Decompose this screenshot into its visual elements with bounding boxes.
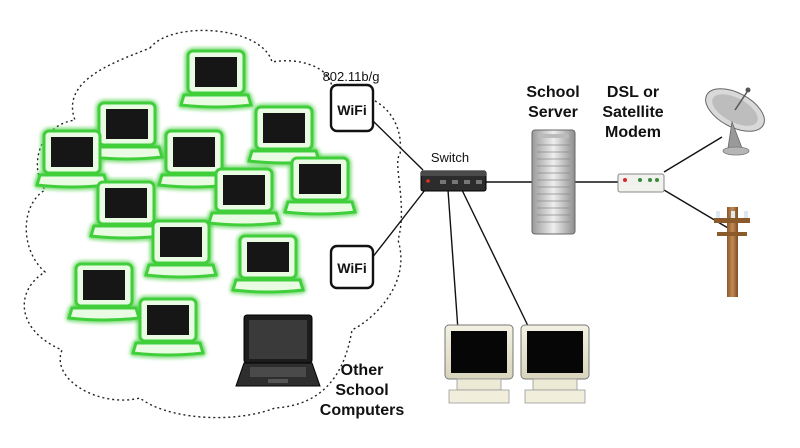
- network-switch: Switch: [420, 150, 487, 192]
- xo-laptop-icon: [247, 105, 321, 165]
- wifi-router-icon: [329, 83, 375, 133]
- xo-laptop-icon: [283, 156, 357, 216]
- wireless-standard-label: 802.11b/g: [323, 69, 380, 84]
- xo-laptop-icon: [89, 180, 163, 240]
- other-computers-line3: Computers: [320, 402, 405, 419]
- cable-switch-desktop-1: [447, 189, 459, 331]
- switch-label: Switch: [431, 150, 469, 165]
- xo-laptop-icon: [231, 234, 305, 294]
- cable-wifi-bottom-switch: [371, 189, 426, 259]
- laptop-icon: [235, 314, 321, 387]
- wifi-top-label: WiFi: [337, 102, 366, 118]
- xo-laptop-group: [35, 49, 357, 357]
- satellite-dish-icon: [705, 87, 765, 156]
- xo-laptop-icon: [131, 297, 205, 357]
- xo-laptop-icon: [179, 49, 253, 109]
- wifi-bottom-label: WiFi: [337, 260, 366, 276]
- wifi-router-bottom: WiFi: [329, 244, 375, 290]
- modem-label-line3: Modem: [605, 124, 661, 141]
- server-label-line2: Server: [528, 104, 578, 121]
- xo-laptop-icon: [35, 129, 109, 189]
- cable-wifi-top-switch: [371, 119, 424, 171]
- modem: DSL or Satellite Modem: [602, 84, 665, 193]
- wifi-router-top: WiFi: [329, 83, 375, 133]
- modem-icon: [617, 173, 665, 193]
- telephone-pole-icon: [714, 207, 750, 297]
- modem-label-line2: Satellite: [602, 104, 663, 121]
- network-cables: [371, 119, 729, 331]
- xo-laptop-icon: [67, 262, 141, 322]
- xo-laptop-icon: [90, 101, 164, 161]
- tower-server-icon: [531, 129, 576, 235]
- desktop-computer-icon: [520, 324, 590, 404]
- wifi-router-icon: [329, 244, 375, 290]
- modem-label-line1: DSL or: [607, 84, 659, 101]
- xo-laptop-icon: [207, 167, 281, 227]
- other-computers-line2: School: [335, 382, 388, 399]
- server-label-line1: School: [526, 84, 579, 101]
- desktop-computer-icon: [444, 324, 514, 404]
- cable-modem-dish: [663, 136, 723, 173]
- school-server: School Server: [526, 84, 580, 235]
- other-computers-line1: Other: [341, 362, 384, 379]
- cable-switch-desktop-2: [461, 189, 531, 331]
- xo-laptop-icon: [144, 219, 218, 279]
